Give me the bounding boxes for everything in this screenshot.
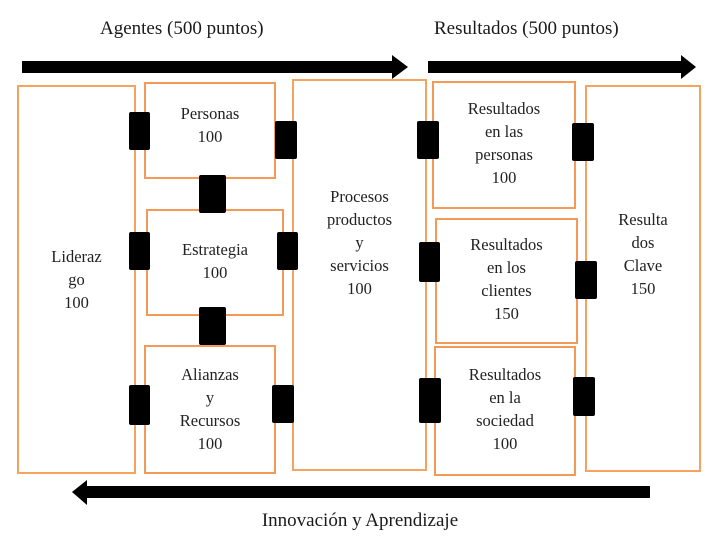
res-personas-line: personas [475,145,533,164]
connector-estrategia-procesos [277,232,298,270]
estrategia-value: 100 [202,262,228,282]
box-res-sociedad: Resultados en la sociedad 100 [434,346,576,476]
alianzas-line: Recursos [179,410,241,430]
procesos-line: y [355,232,364,252]
agents-arrow [22,55,408,79]
connector-procesos-res-clientes [419,242,440,282]
box-res-clave: Resulta dos Clave 150 [585,85,701,472]
res-clientes-line: clientes [481,281,532,300]
innovation-label: Innovación y Aprendizaje [261,510,459,531]
connector-liderazgo-estrategia [129,232,150,270]
estrategia-line: Estrategia [182,239,248,259]
connector-procesos-res-personas [417,121,439,159]
personas-value: 100 [197,126,223,146]
res-clientes-line: en los [487,258,526,277]
box-res-personas: Resultados en las personas 100 [432,81,576,209]
alianzas-line: Alianzas [181,364,239,384]
liderazgo-line: Lideraz [51,247,102,266]
box-personas: Personas 100 [144,82,276,179]
liderazgo-line: go [68,270,85,289]
res-clientes-line: Resultados [470,235,543,254]
res-clave-line: Resulta [618,209,668,229]
box-alianzas-text: Alianzas y Recursos 100 [180,363,241,455]
box-estrategia-text: Estrategia 100 [182,238,248,284]
res-clientes-value: 150 [494,304,519,323]
connector-res-clientes-clave [575,261,597,299]
connector-liderazgo-personas [129,112,150,150]
procesos-line: Procesos [330,186,389,206]
innovation-arrow [72,480,650,505]
results-arrow [428,55,696,79]
box-liderazgo: Lideraz go 100 [17,85,136,474]
res-sociedad-line: sociedad [476,411,534,430]
res-sociedad-value: 100 [492,434,518,453]
innovation-arrow-shape [72,480,650,505]
alianzas-line: y [205,387,215,407]
res-personas-value: 100 [491,168,517,187]
box-personas-text: Personas 100 [181,102,240,148]
box-res-clave-text: Resulta dos Clave 150 [618,208,668,300]
results-label: Resultados (500 puntos) [434,18,619,39]
res-sociedad-line: Resultados [468,365,542,384]
connector-personas-procesos [275,121,297,159]
box-liderazgo-text: Lideraz go 100 [51,245,101,314]
procesos-value: 100 [347,278,372,298]
box-res-personas-text: Resultados en las personas 100 [468,97,540,189]
box-procesos-text: Procesos productos y servicios 100 [327,185,392,300]
box-estrategia: Estrategia 100 [146,209,284,316]
connector-alianzas-procesos [272,385,294,423]
box-res-clientes: Resultados en los clientes 150 [435,218,578,344]
personas-line: Personas [180,103,240,123]
agents-arrow-shape [22,55,408,79]
connector-res-sociedad-clave [573,377,595,416]
connector-liderazgo-alianzas [129,385,150,425]
results-arrow-shape [428,55,696,79]
box-procesos: Procesos productos y servicios 100 [292,79,427,471]
box-res-clientes-text: Resultados en los clientes 150 [470,233,542,325]
connector-estrategia-alianzas [199,307,226,345]
box-res-sociedad-text: Resultados en la sociedad 100 [469,363,541,455]
res-clave-line: dos [631,232,655,252]
agents-label: Agentes (500 puntos) [100,18,264,39]
connector-personas-estrategia [199,175,226,213]
alianzas-value: 100 [197,433,223,453]
res-personas-line: Resultados [467,99,541,118]
procesos-line: servicios [330,255,389,275]
connector-procesos-res-sociedad [419,378,441,423]
res-clave-value: 150 [630,278,656,298]
res-personas-line: en las [484,122,523,141]
connector-res-personas-clave [572,123,594,161]
res-clave-line: Clave [623,255,663,275]
box-alianzas: Alianzas y Recursos 100 [144,345,276,474]
liderazgo-value: 100 [64,293,89,312]
res-sociedad-line: en la [489,388,521,407]
procesos-line: productos [326,209,393,229]
